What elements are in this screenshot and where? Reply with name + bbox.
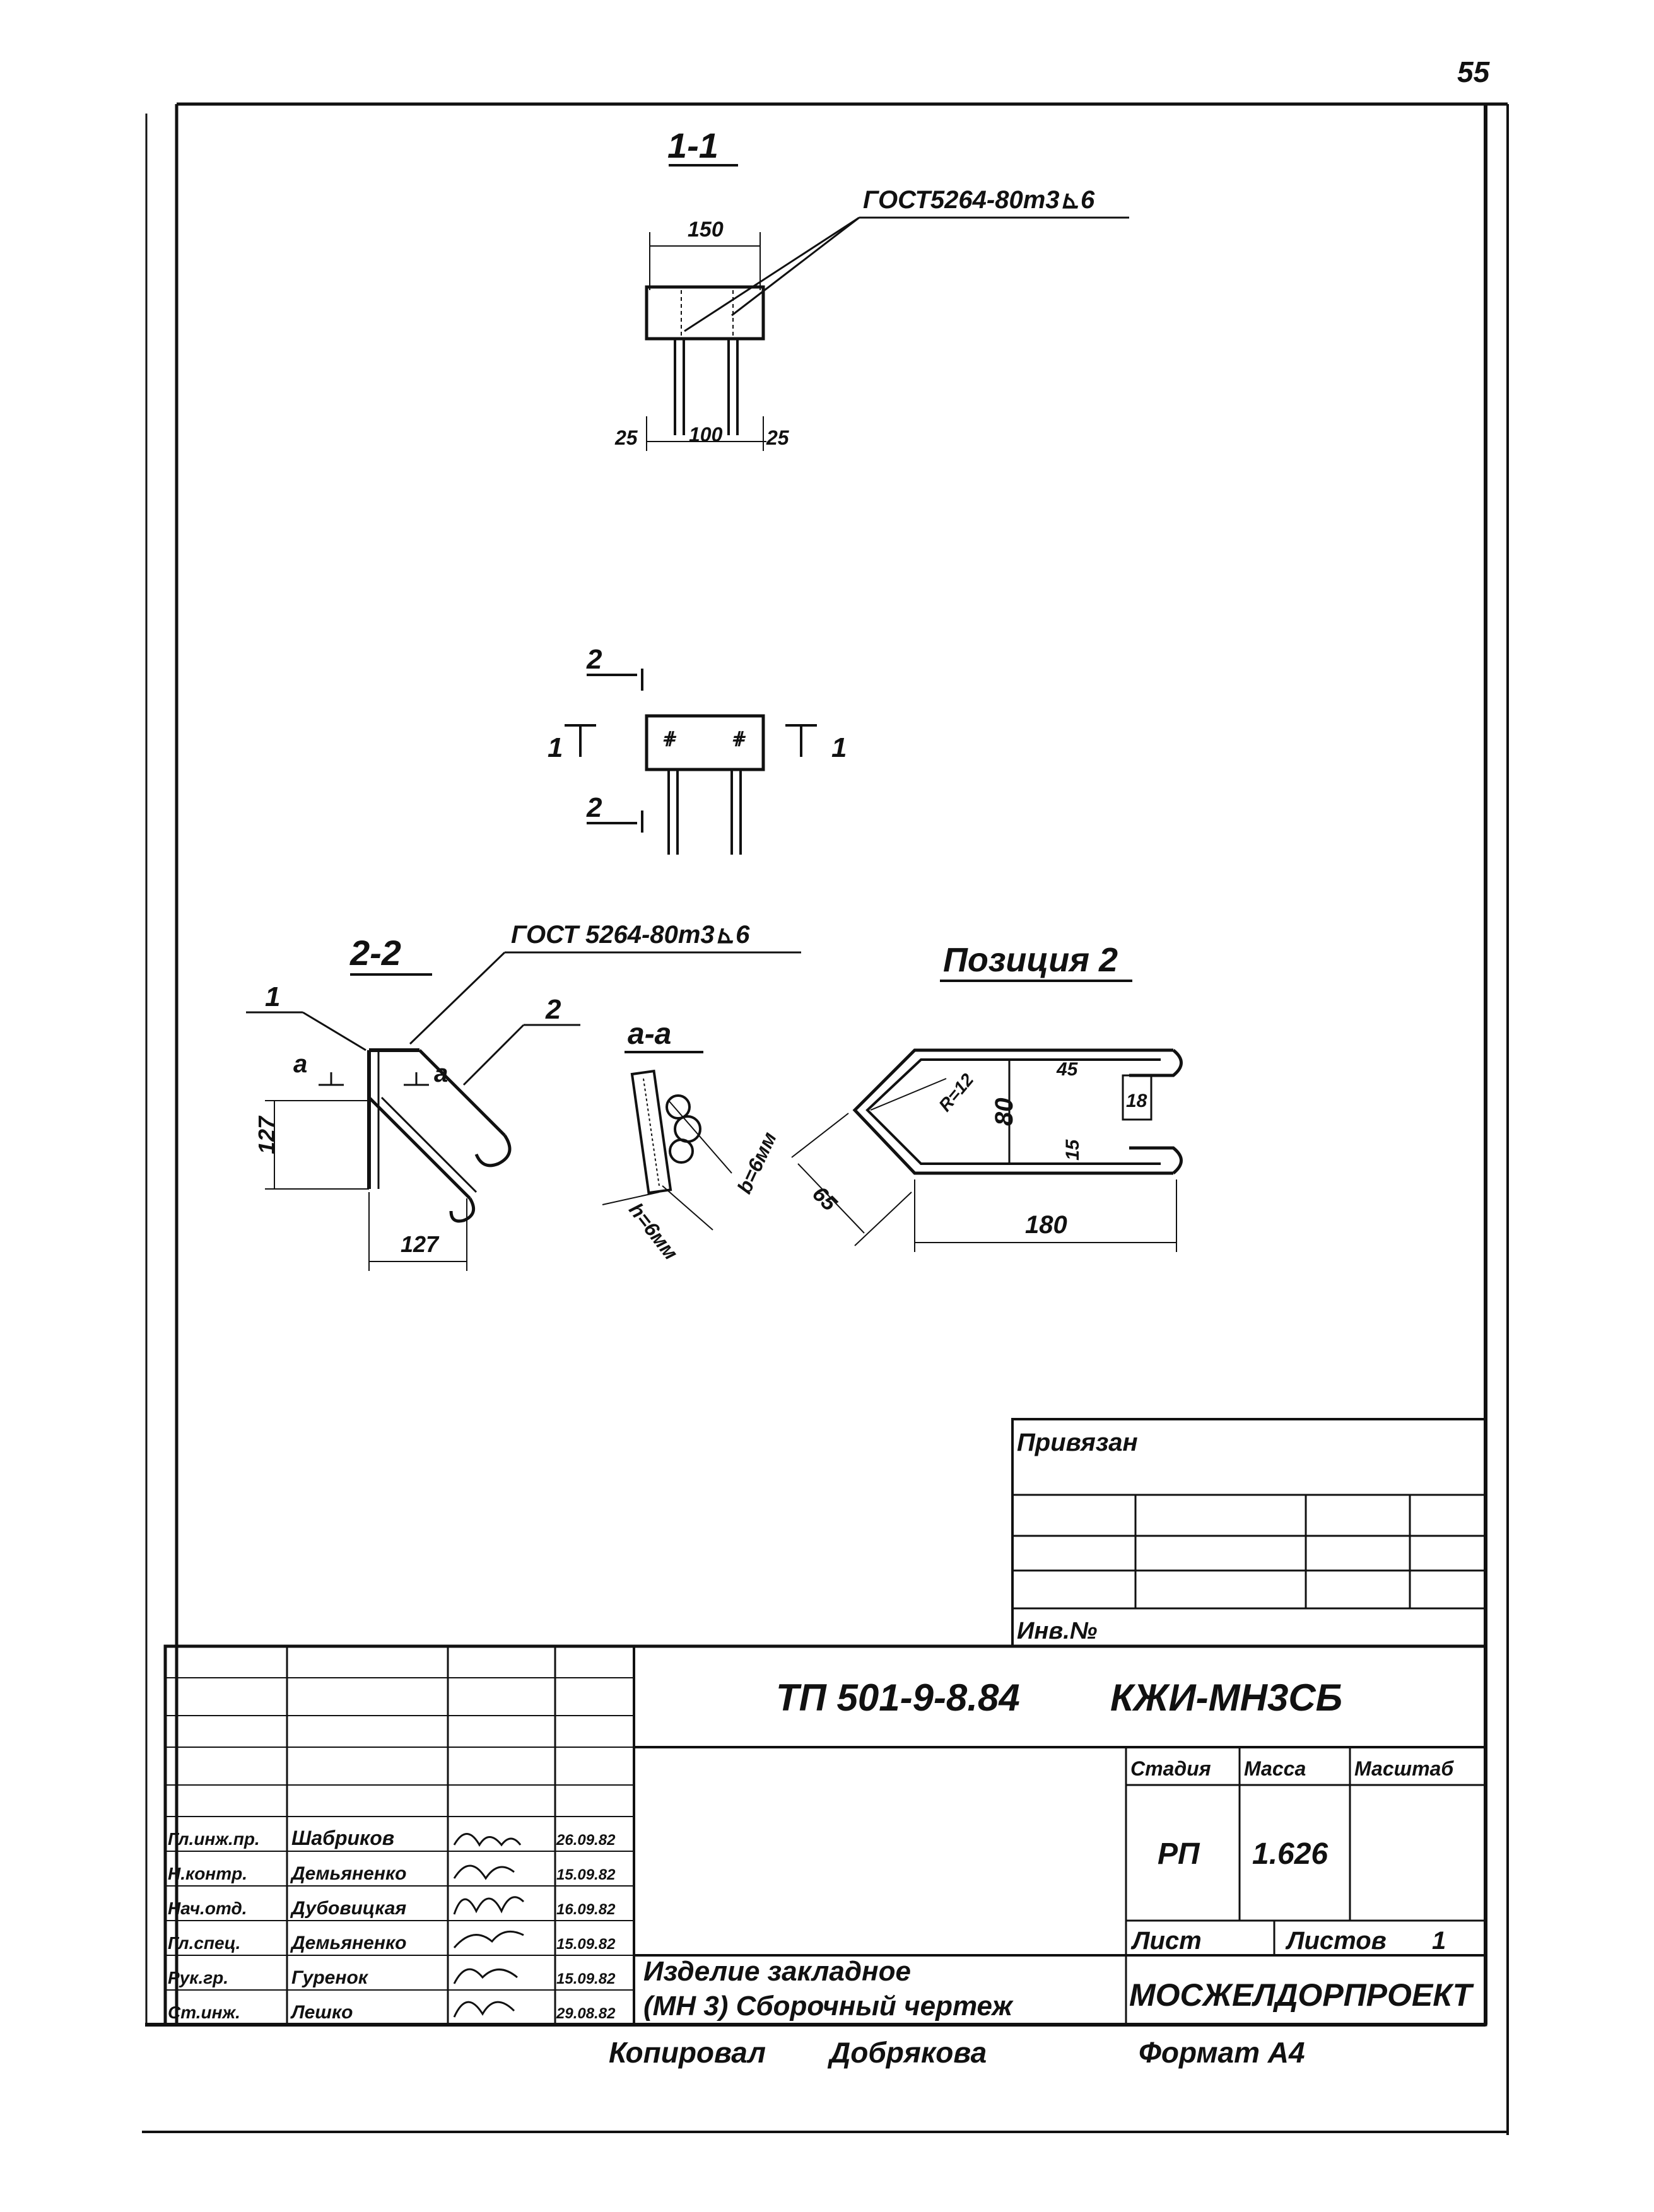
svg-text:a: a [293,1050,307,1078]
dim-25-100-25: 25 100 25 [614,416,790,451]
section-1-1: 1-1 ГОСТ5264-80т3⊾6 150 25 100 25 [614,126,1129,451]
svg-text:h=6мм: h=6мм [625,1198,683,1264]
section-1-1-title: 1-1 [667,126,718,165]
sheet-label: Лист [1130,1927,1202,1955]
footer: Копировал Добрякова Формат А4 [609,2036,1305,2069]
svg-text:29.08.82: 29.08.82 [556,2005,616,2022]
svg-text:Лешко: Лешко [290,2002,353,2023]
sheet-format: Формат А4 [1139,2036,1305,2069]
position-2: Позиция 2 R=12 80 45 18 15 65 180 [791,941,1183,1252]
doc-mark: КЖИ-МН3СБ [1110,1677,1342,1719]
dim-127-horizontal: 127 [368,1192,467,1271]
svg-text:127: 127 [254,1115,279,1154]
section-a-a: a-a b=6мм h=6мм [602,1017,781,1264]
mass-value: 1.626 [1252,1837,1328,1871]
svg-text:2: 2 [586,792,602,823]
svg-text:Ст.инж.: Ст.инж. [168,2003,240,2022]
weld-note-1: ГОСТ5264-80т3⊾6 [863,186,1095,214]
svg-text:25: 25 [766,426,790,449]
dim-180: 180 [914,1179,1177,1252]
organization: МОСЖЕЛДОРПРОЕКТ [1129,1977,1475,2013]
doc-code: ТП 501-9-8.84 [776,1677,1020,1719]
stage-value: РП [1158,1837,1200,1871]
dim-65: 65 [791,1113,912,1246]
section-2-2: 2-2 ГОСТ 5264-80т3⊾6 1 2 a a [246,921,801,1271]
dim-127-vertical: 127 [254,1100,372,1190]
svg-text:180: 180 [1025,1211,1067,1239]
dim-150: 150 [649,218,761,290]
sheets-count: 1 [1432,1927,1446,1955]
page-number: 55 [1457,56,1491,88]
position-2-title: Позиция 2 [943,941,1118,979]
svg-text:1: 1 [548,732,563,763]
svg-text:2: 2 [586,644,602,675]
svg-text:25: 25 [614,426,638,449]
svg-text:15.09.82: 15.09.82 [556,1866,616,1883]
svg-text:80: 80 [990,1098,1018,1126]
svg-text:Н.контр.: Н.контр. [168,1864,247,1883]
stage-header: Стадия [1130,1757,1211,1780]
svg-text:Дубовицкая: Дубовицкая [290,1898,406,1919]
svg-text:127: 127 [401,1231,440,1257]
svg-text:16.09.82: 16.09.82 [556,1901,616,1918]
svg-text:Гл.спец.: Гл.спец. [168,1933,240,1953]
plate-1-1 [645,285,765,341]
section-2-2-geometry [367,1048,512,1223]
svg-text:Гл.инж.пр.: Гл.инж.пр. [168,1829,260,1849]
copied-label: Копировал [609,2036,766,2069]
signature-rows: Гл.инж.пр. Шабриков 26.09.82 Н.контр. Де… [168,1827,616,2023]
svg-text:b=6мм: b=6мм [733,1128,781,1197]
item-name-line1: Изделие закладное [643,1956,911,1987]
svg-text:100: 100 [689,423,723,446]
anchor-bars-1-1 [674,339,739,435]
section-2-2-title: 2-2 [349,933,401,973]
svg-text:15.09.82: 15.09.82 [556,1936,616,1953]
plate-plan [645,714,765,771]
svg-text:Демьяненко: Демьяненко [290,1933,406,1953]
svg-text:65: 65 [807,1182,842,1216]
svg-text:2: 2 [545,994,561,1025]
svg-text:18: 18 [1126,1091,1147,1111]
svg-text:⋕: ⋕ [661,729,677,748]
binding-title: Привязан [1017,1429,1138,1456]
mass-header: Масса [1244,1757,1306,1780]
svg-text:15: 15 [1062,1138,1083,1161]
svg-text:1: 1 [265,981,280,1012]
svg-text:45: 45 [1056,1059,1079,1080]
copier-name: Добрякова [827,2036,987,2069]
inv-number-label: Инв.№ [1017,1618,1097,1644]
title-block: ТП 501-9-8.84 КЖИ-МН3СБ Стадия Масса Мас… [163,1644,1487,2027]
scale-header: Масштаб [1354,1757,1454,1780]
weld-note-2: ГОСТ 5264-80т3⊾6 [511,921,750,949]
section-a-a-title: a-a [628,1017,671,1051]
svg-text:Гуренок: Гуренок [291,1967,369,1988]
svg-text:a: a [434,1060,448,1087]
plan-view: 2 1 1 ⋕ ⋕ 2 [548,644,847,855]
svg-text:⋕: ⋕ [730,729,746,748]
svg-text:1: 1 [831,732,847,763]
svg-text:26.09.82: 26.09.82 [556,1832,616,1849]
binding-block: Привязан Инв.№ [1011,1418,1487,1647]
bar-shape [852,1048,1183,1175]
svg-text:R=12: R=12 [935,1070,978,1115]
svg-text:Нач.отд.: Нач.отд. [168,1899,247,1918]
svg-text:Шабриков: Шабриков [291,1827,394,1849]
svg-text:Рук.гр.: Рук.гр. [168,1968,228,1987]
svg-text:Демьяненко: Демьяненко [290,1863,406,1884]
svg-text:150: 150 [688,218,724,242]
item-name-line2: (МН 3) Сборочный чертеж [643,1991,1014,2022]
svg-text:15.09.82: 15.09.82 [556,1970,616,1987]
sheets-label: Листов [1285,1927,1387,1955]
